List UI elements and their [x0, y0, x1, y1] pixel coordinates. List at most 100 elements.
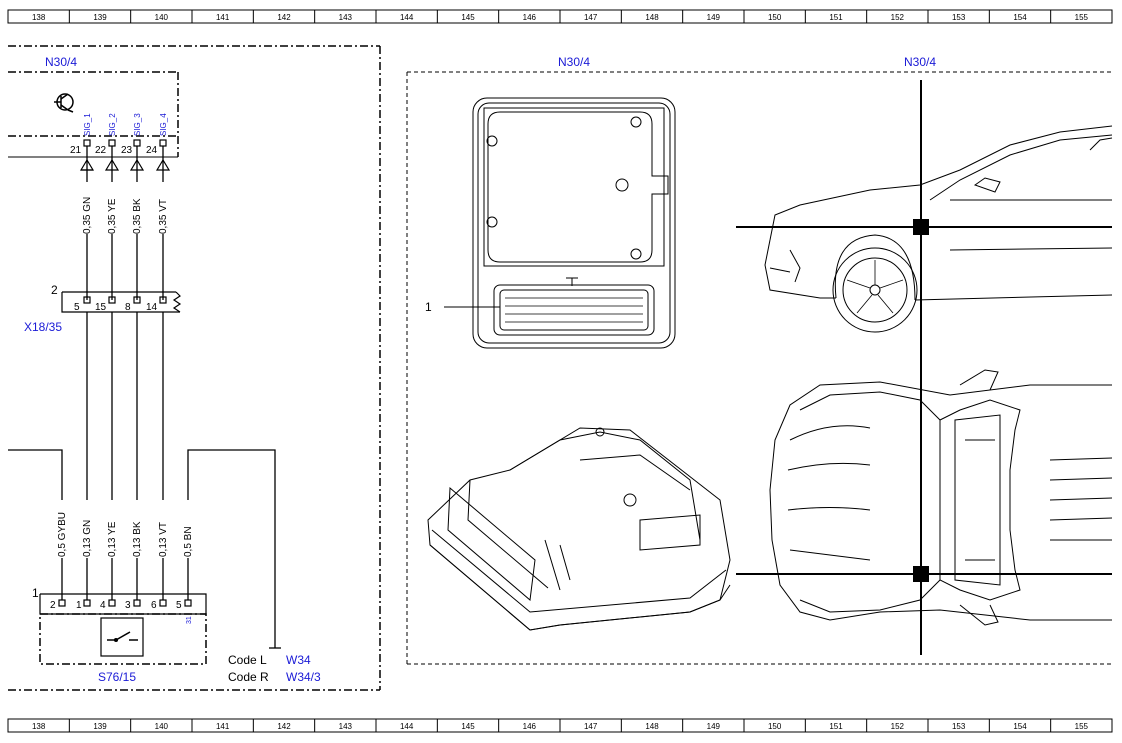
s76-connector-number: 1: [32, 586, 39, 600]
pin-number: 5: [176, 600, 182, 611]
pin-number: 1: [76, 600, 82, 611]
ruler-column-label: 153: [952, 13, 966, 22]
pin-number: 5: [74, 302, 80, 313]
ruler-column-label: 143: [339, 722, 353, 731]
pin-number: 2: [50, 600, 56, 611]
left-schematic-frame: [8, 45, 381, 691]
ruler-column-label: 149: [707, 13, 721, 22]
pin-number: 14: [146, 302, 158, 313]
ruler-column-label: 154: [1013, 13, 1027, 22]
transistor-icon: [54, 93, 74, 113]
code-r-value: W34/3: [286, 670, 321, 684]
pin-signal-label: SIG_4: [159, 113, 168, 136]
n30-signal-labels: SIG_1 SIG_2 SIG_3 SIG_4: [83, 113, 168, 136]
wire-label: 0,13 BK: [132, 521, 143, 557]
lower-wire-labels: 0,5 GYBU 0,13 GN 0,13 YE 0,13 BK 0,13 VT…: [54, 500, 194, 558]
ruler-column-label: 139: [93, 722, 107, 731]
module-iso-view-image: [427, 427, 731, 631]
ruler-column-label: 140: [155, 722, 169, 731]
ruler-column-label: 141: [216, 722, 230, 731]
callout-number: 1: [425, 300, 432, 314]
s76-pin-numbers: 2 1 4 3 6 5: [50, 600, 182, 611]
location-marker-top: [913, 566, 929, 582]
ruler-column-label: 145: [461, 722, 475, 731]
switch-icon: [107, 631, 138, 643]
ruler-column-label: 146: [523, 722, 537, 731]
ruler-column-label: 144: [400, 722, 414, 731]
pin-number: 8: [125, 302, 131, 313]
pin-number: 23: [121, 145, 133, 156]
n30-label-mid: N30/4: [558, 55, 590, 69]
ruler-column-label: 140: [155, 13, 169, 22]
ruler-column-label: 141: [216, 13, 230, 22]
ruler-column-label: 155: [1075, 13, 1089, 22]
pin-signal-label: SIG_1: [83, 113, 92, 136]
ruler-column-label: 151: [829, 13, 843, 22]
ruler-column-label: 150: [768, 722, 782, 731]
ruler-column-label: 144: [400, 13, 414, 22]
pin-signal-label: SIG_2: [108, 113, 117, 136]
pin-number: 22: [95, 145, 107, 156]
wire-label: 0,35 YE: [107, 198, 118, 234]
pin-number: 21: [70, 145, 82, 156]
n30-pin-sockets: [83, 139, 167, 147]
code-l-label: Code L: [228, 653, 267, 667]
x18-pin-numbers: 5 15 8 14: [74, 302, 158, 313]
lower-wires: [8, 312, 281, 649]
ruler-column-label: 147: [584, 13, 598, 22]
car-top-view-image: [769, 369, 1113, 626]
ruler-column-label: 147: [584, 722, 598, 731]
pin-number: 6: [151, 600, 157, 611]
ruler-column-label: 146: [523, 13, 537, 22]
s76-label: S76/15: [98, 670, 136, 684]
ruler-column-label: 148: [645, 13, 659, 22]
location-marker-side: [913, 219, 929, 235]
ruler-column-label: 152: [891, 722, 905, 731]
wire-label: 0,13 VT: [158, 522, 169, 557]
pin-signal-label: SIG_3: [133, 113, 142, 136]
ruler-column-label: 152: [891, 13, 905, 22]
ruler-column-label: 139: [93, 13, 107, 22]
code-l-value: W34: [286, 653, 311, 667]
ruler-column-label: 151: [829, 722, 843, 731]
ruler-column-label: 154: [1013, 722, 1027, 731]
upper-wires: [86, 146, 164, 300]
x18-connector: [61, 291, 182, 313]
ruler-column-label: 150: [768, 13, 782, 22]
n30-module-box: [8, 71, 179, 158]
code-legend: Code L W34 Code R W34/3: [228, 653, 321, 684]
connector-triangles: [79, 158, 171, 171]
pin-number: 24: [146, 145, 158, 156]
upper-wire-labels: 0,35 GN 0,35 YE 0,35 BK 0,35 VT: [79, 182, 169, 234]
ruler-top: 138 139 140 141 142 143 144 145 146 147 148 149 150 1…: [7, 9, 1113, 24]
n30-label-left: N30/4: [45, 55, 77, 69]
n30-label-right: N30/4: [904, 55, 936, 69]
ruler-column-label: 153: [952, 722, 966, 731]
wire-label: 0,13 YE: [107, 521, 118, 557]
car-side-view-image: [764, 125, 1113, 333]
ruler-column-label: 149: [707, 722, 721, 731]
ruler-column-label: 143: [339, 13, 353, 22]
x18-label: X18/35: [24, 320, 62, 334]
locator-frame: [406, 71, 1112, 665]
ruler-top-ticks: 138 139 140 141 142 143 144 145 146 147 148 149 150 1…: [32, 10, 1089, 23]
pin-number: 4: [100, 600, 106, 611]
module-top-view-image: [472, 97, 676, 349]
ruler-column-label: 148: [645, 722, 659, 731]
wire-label: 0,35 BK: [132, 198, 143, 234]
ruler-column-label: 138: [32, 13, 46, 22]
wire-label: 0,5 GYBU: [57, 512, 68, 557]
ruler-column-label: 155: [1075, 722, 1089, 731]
code-r-label: Code R: [228, 670, 269, 684]
ruler-column-label: 142: [277, 13, 291, 22]
n30-pin-numbers: 21 22 23 24: [70, 145, 158, 156]
wire-label: 0,5 BN: [183, 526, 194, 557]
ruler-column-label: 145: [461, 13, 475, 22]
wire-label: 0,13 GN: [82, 520, 93, 557]
ruler-column-label: 142: [277, 722, 291, 731]
pin-number: 15: [95, 302, 107, 313]
s76-switch-box: [39, 613, 207, 665]
